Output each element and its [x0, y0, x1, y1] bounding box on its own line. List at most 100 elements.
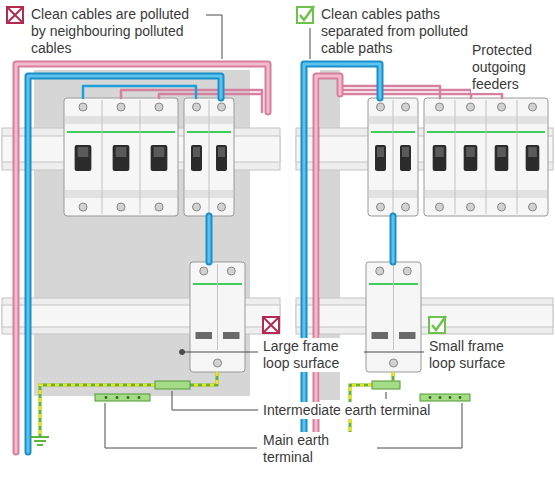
terminal-screw [200, 267, 208, 275]
terminal-screw [529, 103, 537, 111]
breaker-lever [497, 147, 506, 157]
breaker-lever [377, 147, 384, 157]
leader-line [184, 352, 258, 353]
circuit-breaker [184, 98, 234, 216]
terminal-screw [214, 359, 222, 367]
status-indicator [372, 332, 389, 339]
callout-note: Small frame loop surface [428, 338, 530, 372]
terminal-screw [116, 396, 119, 399]
terminal-screw [498, 203, 506, 211]
terminal-screw [390, 359, 398, 367]
terminal-screw [79, 203, 87, 211]
breaker-lever [193, 147, 200, 157]
circuit-breaker [424, 98, 548, 216]
leader-line [105, 15, 462, 448]
breaker-body [64, 98, 178, 216]
leader-line [310, 28, 311, 59]
terminal-screw [429, 396, 432, 399]
status-indicator [196, 332, 213, 339]
leader-line [172, 391, 258, 410]
clean-cable [28, 76, 221, 452]
breaker-lever [116, 147, 127, 157]
breaker-shoulder [65, 190, 177, 198]
callout-note: Large frame loop surface [262, 338, 364, 372]
breaker-lever [78, 147, 89, 157]
polluted-cable [316, 76, 340, 452]
terminal-screw [193, 103, 201, 111]
cross-icon [7, 7, 23, 23]
breaker-lever [154, 147, 165, 157]
breaker-shoulder [65, 116, 177, 124]
breaker-toggle [216, 145, 227, 171]
cross-icon [263, 317, 279, 333]
breaker-body [424, 98, 548, 216]
part-label: Intermediate earth terminal [262, 402, 431, 419]
brand-stripe [67, 131, 175, 133]
check-icon [297, 7, 313, 23]
check-icon [429, 317, 445, 333]
terminal-screw [138, 396, 141, 399]
terminal-screw [127, 396, 130, 399]
din-rail [296, 305, 553, 327]
leader-line [386, 392, 387, 399]
terminal-screw [193, 203, 201, 211]
clean-wire [83, 86, 196, 98]
terminal-screw [218, 103, 226, 111]
terminal-screw [105, 396, 462, 399]
breaker-toggle [375, 145, 386, 171]
status-indicator [399, 332, 416, 339]
terminal-screw [449, 396, 452, 399]
terminal-screw [403, 267, 411, 275]
terminal-screw [529, 203, 537, 211]
circuit-breaker [368, 98, 418, 216]
terminal-screw [377, 203, 385, 211]
terminal-screw [498, 103, 506, 111]
pole-divider [217, 264, 218, 350]
check-icon [432, 316, 446, 330]
polluted-wire [121, 90, 262, 112]
pole-divider [140, 100, 141, 214]
circuit-breaker [64, 98, 178, 216]
terminal-screw [117, 103, 125, 111]
pole-divider [393, 264, 394, 350]
clean-cable [28, 76, 221, 452]
breaker-toggle [495, 145, 509, 171]
cross-icon [7, 7, 23, 23]
breaker-toggle [464, 145, 478, 171]
callout-note: Clean cables are polluted by neighbourin… [30, 6, 204, 57]
cable [16, 64, 502, 452]
main-earth-terminal [95, 394, 150, 401]
terminal-screw [155, 103, 163, 111]
breaker-toggle [151, 145, 168, 171]
terminal-screw [155, 203, 163, 211]
main-earth-terminal [420, 394, 470, 401]
terminal-screw [467, 103, 475, 111]
intermediate-earth-terminal [155, 381, 190, 389]
breaker-toggle [75, 145, 92, 171]
breaker-lever [528, 147, 537, 157]
pole-divider [486, 100, 487, 214]
terminal-screw [402, 103, 410, 111]
breaker-lever [218, 147, 225, 157]
terminal-screw [117, 203, 125, 211]
pole-divider [393, 100, 394, 214]
pole-divider [517, 100, 518, 214]
surge-protective-device [366, 262, 421, 372]
spd-body [366, 262, 421, 372]
terminal-screw [467, 203, 475, 211]
terminal-screw [79, 103, 87, 111]
surge-protective-device [190, 262, 245, 372]
part-label: Protected outgoing feeders [471, 42, 553, 93]
pole-divider [209, 100, 210, 214]
breaker-lever [402, 147, 409, 157]
polluted-cable [16, 64, 268, 452]
intermediate-earth-terminal [372, 381, 400, 389]
earth-terminal [95, 381, 470, 401]
breaker-body [184, 98, 234, 216]
terminal-screw [218, 203, 226, 211]
din-rail [296, 298, 553, 334]
breaker-lever [435, 147, 444, 157]
din-rail [2, 128, 553, 334]
callout-note: Clean cables paths separated from pollut… [320, 6, 492, 57]
breaker-toggle [113, 145, 130, 171]
